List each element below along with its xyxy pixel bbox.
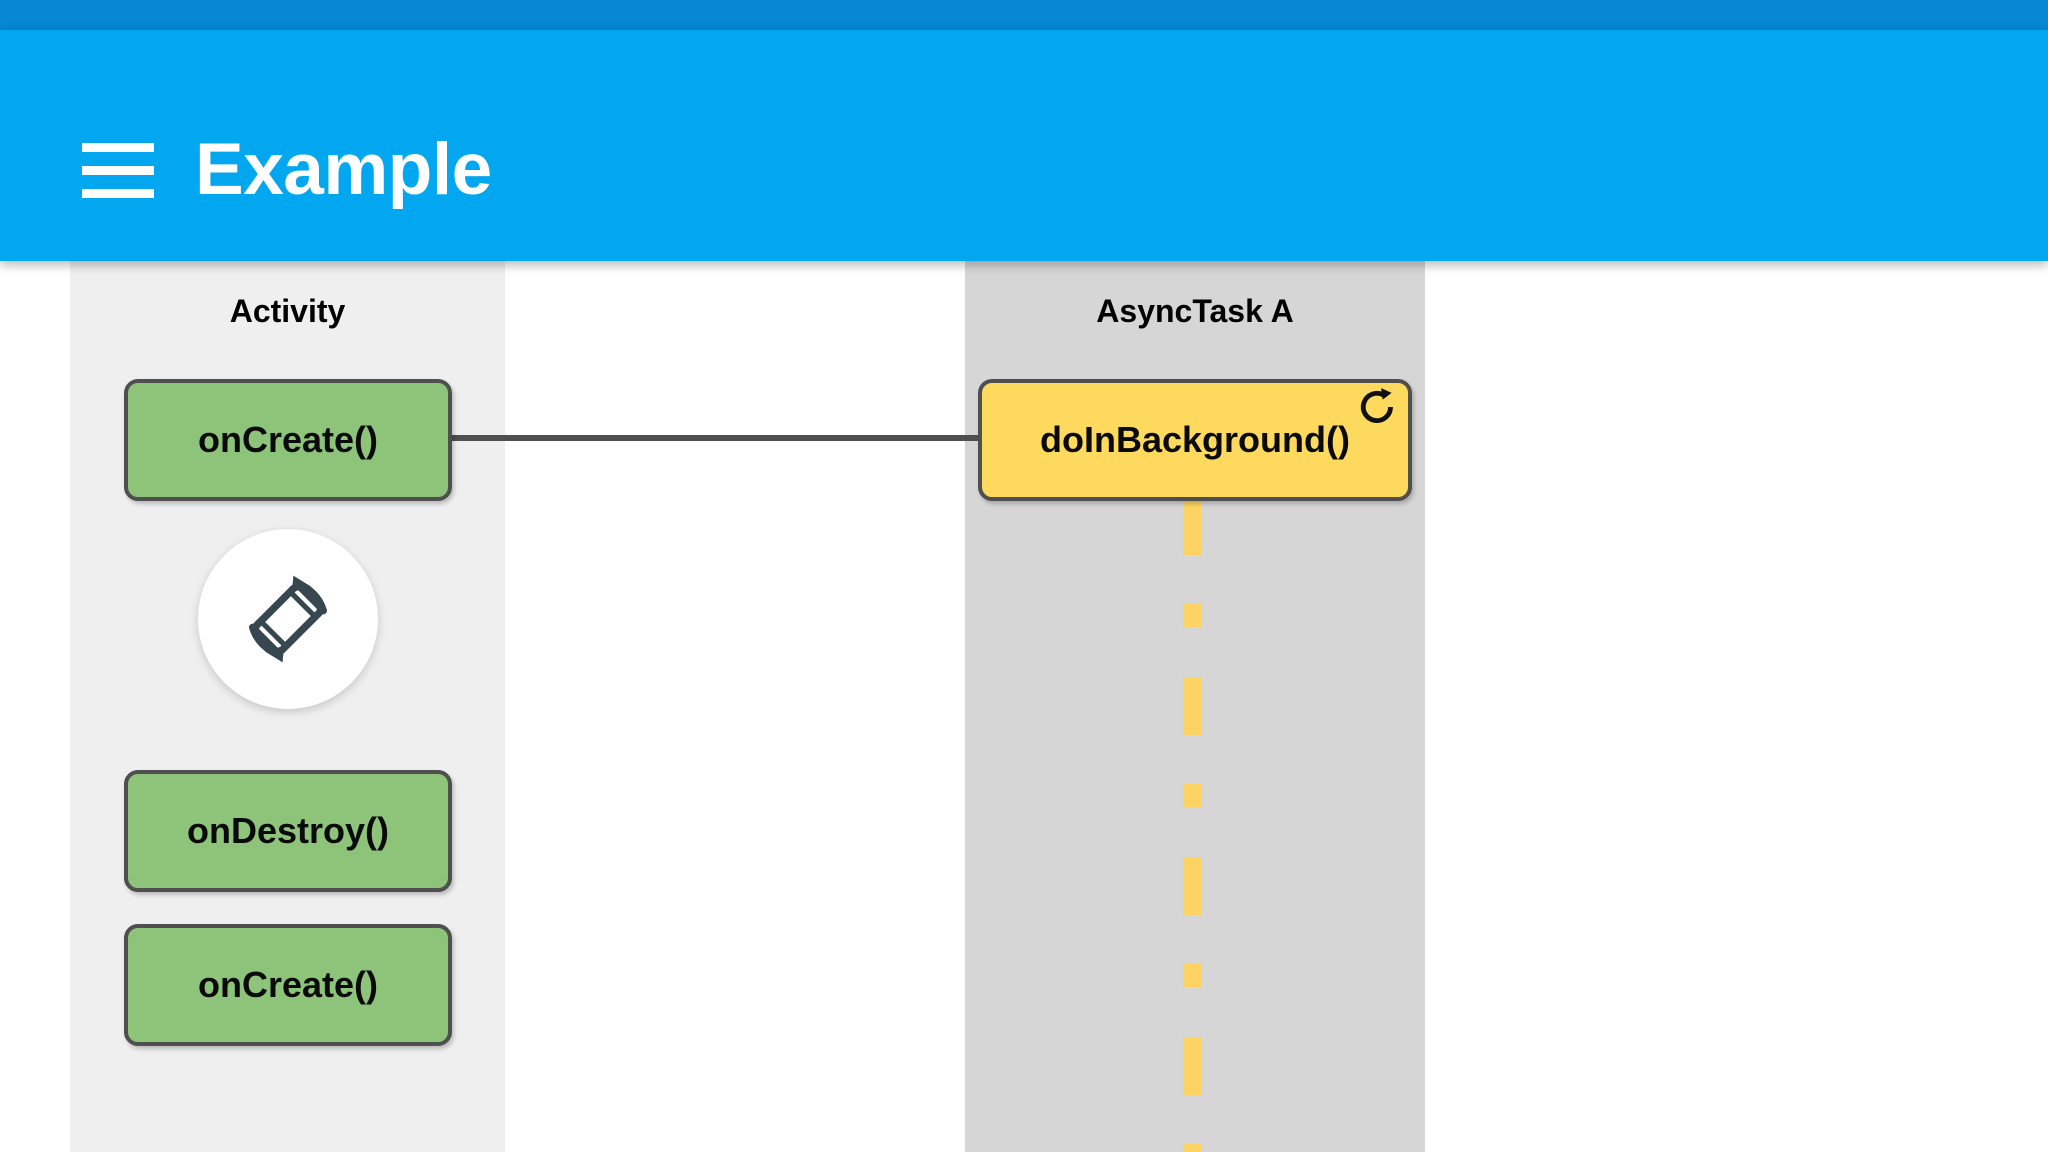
- connector-oncreate-to-doinbackground: [450, 435, 980, 441]
- node-doinbackground[interactable]: doInBackground(): [978, 379, 1412, 501]
- node-doinbackground-label: doInBackground(): [1040, 419, 1350, 460]
- screen-rotation-glyph: [249, 575, 327, 663]
- app-bar-title: Example: [195, 129, 492, 210]
- hamburger-line-2: [82, 166, 154, 175]
- diagram-canvas: Activity AsyncTask A onCreate(): [0, 261, 2048, 1152]
- hamburger-line-3: [82, 189, 154, 198]
- app-bar: Example: [0, 30, 2048, 261]
- screen-rotation-icon[interactable]: [198, 529, 378, 709]
- refresh-loop-icon: [1360, 388, 1393, 424]
- node-oncreate-second[interactable]: onCreate(): [124, 924, 452, 1046]
- node-oncreate-first[interactable]: onCreate(): [124, 379, 452, 501]
- lane-title-activity: Activity: [229, 293, 346, 329]
- node-ondestroy[interactable]: onDestroy(): [124, 770, 452, 892]
- lane-title-asynctask: AsyncTask A: [1096, 293, 1294, 329]
- lifeline-asynctask-dashed: [1183, 497, 1201, 1152]
- android-status-bar: [0, 0, 2048, 30]
- hamburger-line-1: [82, 143, 154, 152]
- hamburger-menu-icon[interactable]: [82, 142, 154, 198]
